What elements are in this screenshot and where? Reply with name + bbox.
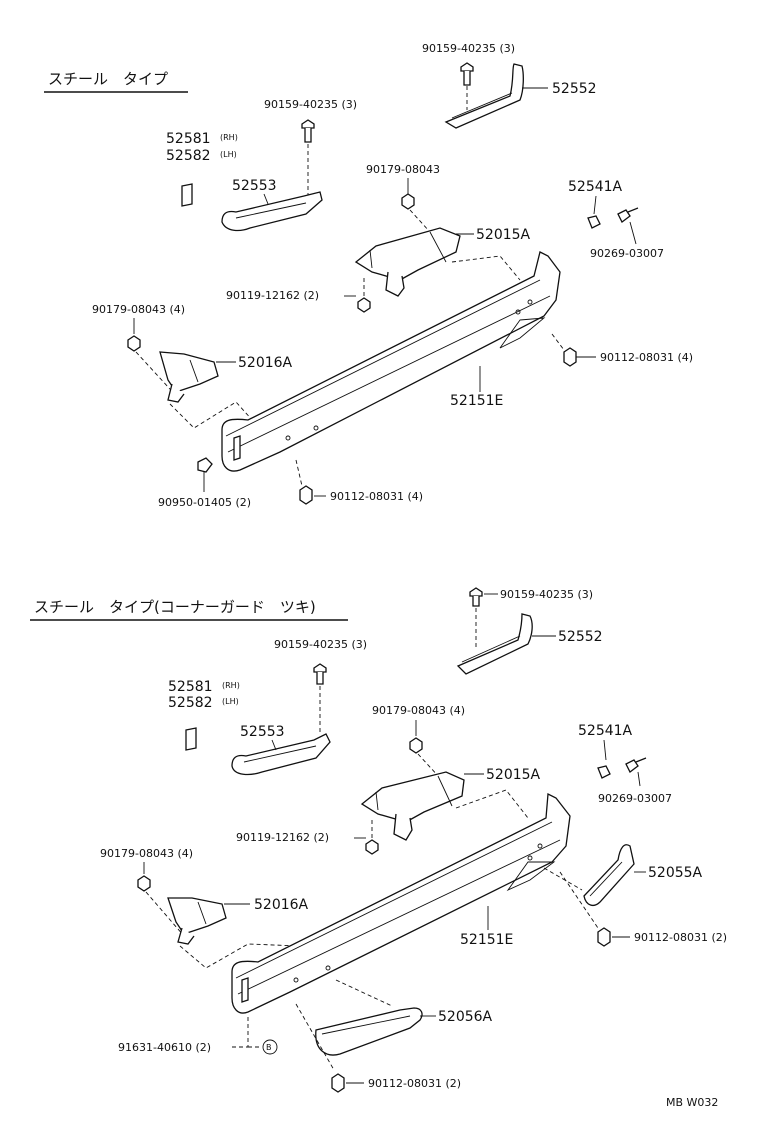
bolt-icon (563, 347, 577, 367)
label-s2-52552: 52552 (558, 629, 603, 645)
bracket-52016a-icon (159, 351, 219, 403)
label-s1-52016a: 52016A (238, 355, 293, 371)
label-s2-90112-right: 90112-08031 (2) (634, 931, 727, 944)
bolt-icon (313, 663, 327, 685)
section-title: スチール タイプ(コーナーガード ツキ) (34, 598, 316, 616)
bumper-52151e-icon (221, 251, 561, 472)
corner-guard-52056a-icon (315, 1007, 423, 1056)
label-s1-52582: 52582 (166, 148, 211, 164)
bolt-icon (301, 119, 315, 143)
bracket-52553-icon (221, 191, 323, 232)
label-s2-52055a: 52055A (648, 865, 703, 881)
label-s1-52581: 52581 (166, 131, 211, 147)
clip-52581-icon (185, 727, 197, 751)
label-s1-nut-left: 90179-08043 (4) (92, 303, 185, 316)
label-s1-nut-top: 90179-08043 (366, 163, 440, 176)
label-s2-rh: (RH) (222, 681, 240, 690)
circle-b-icon (262, 1039, 278, 1055)
nut-icon (401, 193, 415, 210)
clip-52541a-icon (597, 765, 611, 779)
bolt-icon (597, 927, 611, 947)
label-s1-52553: 52553 (232, 178, 277, 194)
bracket-52552-icon (456, 613, 533, 675)
label-s1-52541a: 52541A (568, 179, 623, 195)
corner-guard-52055a-icon (583, 844, 635, 907)
label-s1-bolt-top: 90159-40235 (3) (422, 42, 515, 55)
bolt-icon (299, 485, 313, 505)
label-s1-90950: 90950-01405 (2) (158, 496, 251, 509)
screw-icon (617, 207, 639, 223)
label-s2-52151e: 52151E (460, 932, 513, 948)
section-steel-type-corner-guard: スチール タイプ(コーナーガード ツキ) 90159-40235 (3) 525… (30, 587, 727, 1093)
label-s1-90112-bottom: 90112-08031 (4) (330, 490, 423, 503)
label-s2-bolt-top: 90159-40235 (3) (500, 588, 593, 601)
label-s2-52056a: 52056A (438, 1009, 493, 1025)
bracket-52016a-icon (167, 897, 227, 945)
label-s2-lh: (LH) (222, 697, 239, 706)
label-s2-90119: 90119-12162 (2) (236, 831, 329, 844)
bolt-icon (357, 297, 371, 313)
label-s2-52541a: 52541A (578, 723, 633, 739)
label-s1-52015a: 52015A (476, 227, 531, 243)
label-s1-52151e: 52151E (450, 393, 503, 409)
clip-icon (197, 457, 213, 473)
bracket-52015a-icon (360, 771, 465, 841)
section-steel-type: スチール タイプ 90159-40235 (3) 52552 90159-402… (44, 42, 693, 509)
nut-icon (409, 737, 423, 754)
label-s2-90269: 90269-03007 (598, 792, 672, 805)
bolt-icon (469, 587, 483, 607)
label-s2-nut-top: 90179-08043 (4) (372, 704, 465, 717)
label-s2-52581: 52581 (168, 679, 213, 695)
label-s2-90112-bottom: 90112-08031 (2) (368, 1077, 461, 1090)
label-s1-bolt-mid: 90159-40235 (3) (264, 98, 357, 111)
clip-52541a-icon (587, 215, 601, 229)
label-s1-90119: 90119-12162 (2) (226, 289, 319, 302)
label-s2-52582: 52582 (168, 695, 213, 711)
clip-52581-icon (181, 183, 193, 207)
bolt-icon (365, 839, 379, 855)
label-s1-90269: 90269-03007 (590, 247, 664, 260)
label-s2-52015a: 52015A (486, 767, 541, 783)
bracket-52553-icon (231, 733, 331, 776)
bolt-icon (460, 62, 474, 86)
screw-icon (625, 757, 647, 773)
label-s2-52553: 52553 (240, 724, 285, 740)
bumper-52151e-icon (231, 792, 571, 1014)
label-s2-bolt-mid: 90159-40235 (3) (274, 638, 367, 651)
bracket-52015a-icon (354, 227, 461, 297)
nut-icon (127, 335, 141, 352)
label-s2-b-mark: B (266, 1043, 272, 1052)
label-s1-rh: (RH) (220, 133, 238, 142)
label-s1-90112-right: 90112-08031 (4) (600, 351, 693, 364)
label-s2-91631: 91631-40610 (2) (118, 1041, 211, 1054)
section-title: スチール タイプ (48, 70, 168, 88)
bracket-52552-icon (444, 63, 524, 129)
label-s2-52016a: 52016A (254, 897, 309, 913)
label-s1-52552: 52552 (552, 81, 597, 97)
bolt-icon (331, 1073, 345, 1093)
label-s1-lh: (LH) (220, 150, 237, 159)
footer-code: MB W032 (666, 1096, 718, 1109)
nut-icon (137, 875, 151, 892)
label-s2-nut-left: 90179-08043 (4) (100, 847, 193, 860)
